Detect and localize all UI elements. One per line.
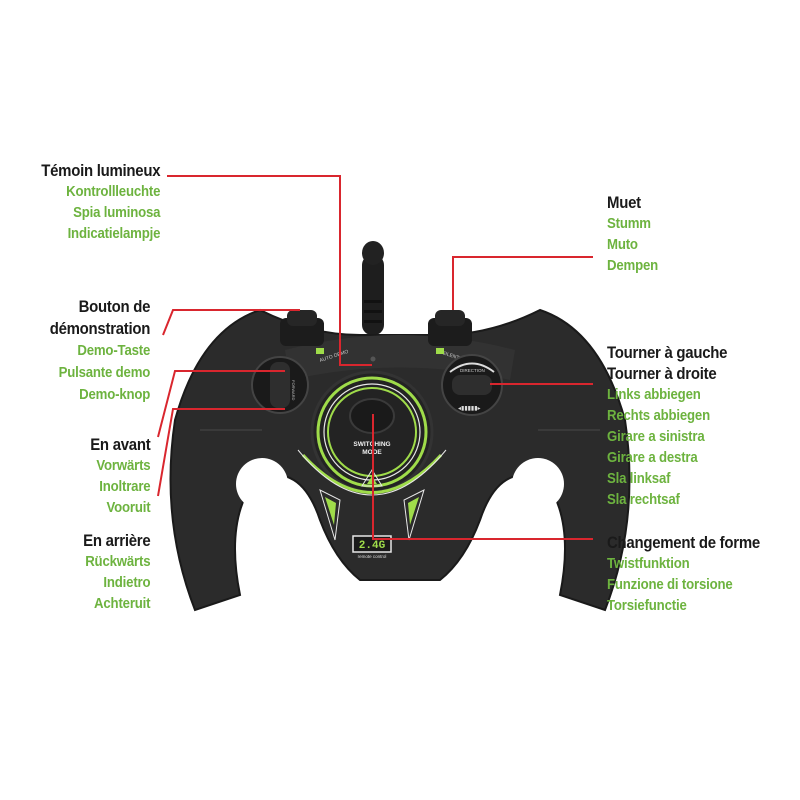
turn-de-left: Links abbiegen <box>607 386 701 403</box>
label-backward: En arrière Rückwärts Indietro Achteruit <box>74 530 150 614</box>
transform-title: Changement de forme <box>607 533 760 552</box>
mute-de: Stumm <box>607 215 651 232</box>
indicator-title: Témoin lumineux <box>40 161 160 180</box>
demo-led-icon <box>316 348 324 354</box>
turn-nl-left: Sla linksaf <box>607 470 671 487</box>
leader-indicator <box>167 175 372 366</box>
leader-mute <box>452 256 593 310</box>
backward-de: Rückwärts <box>84 553 150 570</box>
forward-title: En avant <box>89 435 151 454</box>
backward-it: Indietro <box>103 574 150 591</box>
label-transform: Changement de forme Twistfunktion Funzio… <box>607 532 781 616</box>
turn-de-right: Rechts abbiegen <box>607 407 710 424</box>
right-grip-hole <box>512 458 564 510</box>
leader-transform <box>372 414 593 540</box>
frequency-badge-text: 2.4G <box>359 540 386 552</box>
antenna <box>362 241 384 335</box>
transform-it: Funzione di torsione <box>607 576 733 593</box>
label-turn: Tourner à gauche Tourner à droite Links … <box>607 342 744 510</box>
demo-title-line2: démonstration <box>49 319 151 338</box>
mute-shoulder-button[interactable] <box>428 310 472 346</box>
left-grip-hole <box>236 458 288 510</box>
transform-de: Twistfunktion <box>607 555 690 572</box>
left-right-arrows-icon: ◂▮▮▮▮▮▸ <box>458 405 481 412</box>
leader-backward <box>157 408 285 497</box>
mute-it: Muto <box>607 236 638 253</box>
label-forward: En avant Vorwärts Inoltrare Vooruit <box>82 434 151 518</box>
forward-nl: Vooruit <box>106 499 150 516</box>
forward-dial-label: FORWARD <box>291 380 296 401</box>
backward-nl: Achteruit <box>93 595 151 612</box>
demo-de: Demo-Taste <box>77 342 150 359</box>
mute-nl: Dempen <box>607 257 659 274</box>
turn-it-left: Girare a sinistra <box>607 428 705 445</box>
remote-control-text: remote control <box>358 554 387 559</box>
mute-title: Muet <box>607 193 641 212</box>
turn-title-line1: Tourner à gauche <box>607 343 728 362</box>
turn-nl-right: Sla rechtsaf <box>607 491 680 508</box>
turn-it-right: Girare a destra <box>607 449 698 466</box>
demo-nl: Demo-knop <box>78 386 150 403</box>
label-demo-button: Bouton de démonstration Demo-Taste Pulsa… <box>36 296 151 406</box>
demo-shoulder-button[interactable] <box>280 310 324 346</box>
indicator-it: Spia luminosa <box>72 204 160 221</box>
demo-title-line1: Bouton de <box>78 297 150 316</box>
transform-nl: Torsiefunctie <box>607 597 687 614</box>
indicator-light <box>370 356 376 362</box>
direction-dial-label: DIRECTION <box>460 368 485 373</box>
indicator-de: Kontrollleuchte <box>65 183 160 200</box>
demo-it: Pulsante demo <box>58 364 150 381</box>
leader-lines <box>157 175 593 540</box>
turn-title-line2: Tourner à droite <box>607 364 717 383</box>
silent-led-icon <box>436 348 444 354</box>
leader-forward <box>157 370 285 438</box>
forward-it: Inoltrare <box>98 478 150 495</box>
direction-dial[interactable]: DIRECTION ◂▮▮▮▮▮▸ <box>441 354 503 416</box>
forward-backward-dial[interactable]: FORWARD <box>251 356 309 414</box>
leader-demo <box>162 309 300 336</box>
label-indicator: Témoin lumineux Kontrollleuchte Spia lum… <box>25 160 160 244</box>
backward-title: En arrière <box>82 531 150 550</box>
indicator-nl: Indicatielampje <box>67 225 160 242</box>
forward-de: Vorwärts <box>95 457 150 474</box>
label-mute: Muet Stumm Muto Dempen <box>607 192 665 276</box>
